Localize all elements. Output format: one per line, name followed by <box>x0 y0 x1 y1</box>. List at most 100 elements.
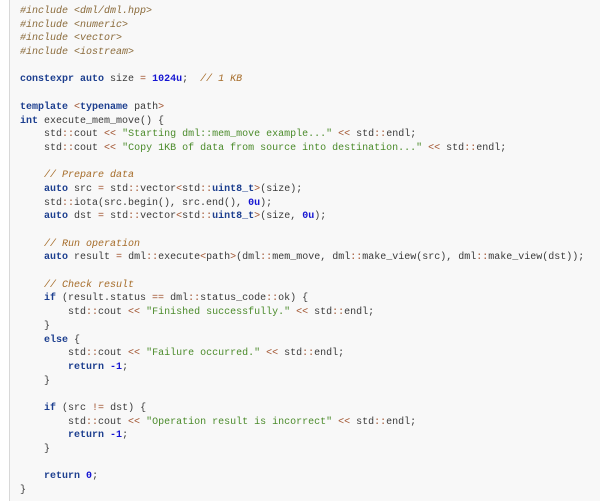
keyword: typename <box>80 101 129 113</box>
string-literal: "Copy 1KB of data from source into desti… <box>122 142 423 154</box>
number-literal: 1024u <box>152 74 183 86</box>
comment: // Run operation <box>44 238 141 250</box>
code-text: path <box>206 252 231 264</box>
code-text: mem_move, dml <box>272 252 351 264</box>
code-text: (size); <box>260 183 303 195</box>
code-line: #include <iostream> <box>20 46 600 60</box>
comment: // Check result <box>44 279 135 291</box>
code-line: } <box>20 443 600 457</box>
code-text: (src <box>56 402 93 414</box>
code-line: // Run operation <box>20 238 600 252</box>
code-line: return 0; <box>20 470 600 484</box>
code-line: if (result.status == dml::status_code::o… <box>20 292 600 306</box>
operator: << <box>128 348 141 360</box>
code-text: (result.status <box>56 293 153 305</box>
keyword: return <box>44 471 81 483</box>
code-line <box>20 388 600 402</box>
comment: // 1 KB <box>200 74 243 86</box>
keyword: uint8_t <box>212 211 255 223</box>
preprocessor-directive: #include <iostream> <box>20 47 135 59</box>
code-text: cout <box>74 129 105 141</box>
code-line: auto src = std::vector<std::uint8_t>(siz… <box>20 183 600 197</box>
number-literal: 0u <box>302 211 315 223</box>
operator: :: <box>266 293 279 305</box>
operator: = <box>116 252 123 264</box>
keyword: auto <box>44 211 69 223</box>
code-text: { <box>68 334 81 346</box>
operator: :: <box>476 252 489 264</box>
operator: < <box>74 101 81 113</box>
code-text: std <box>182 211 201 223</box>
code-text: dml <box>164 293 189 305</box>
keyword: else <box>44 334 69 346</box>
code-text: result <box>68 252 117 264</box>
operator: > <box>254 211 261 223</box>
code-text: cout <box>98 416 129 428</box>
code-text: std <box>20 348 87 360</box>
code-text: std <box>308 307 333 319</box>
operator: << <box>104 142 117 154</box>
code-text: vector <box>140 183 177 195</box>
operator: << <box>428 142 441 154</box>
operator: << <box>338 416 351 428</box>
code-text: std <box>350 416 375 428</box>
operator: :: <box>302 348 315 360</box>
code-line: // Check result <box>20 279 600 293</box>
code-text: cout <box>74 142 105 154</box>
code-line: #include <numeric> <box>20 19 600 33</box>
code-line <box>20 60 600 74</box>
number-literal: -1 <box>110 430 123 442</box>
operator: < <box>200 252 207 264</box>
operator: > <box>254 183 261 195</box>
operator: << <box>296 307 309 319</box>
code-text: std <box>20 129 63 141</box>
code-text <box>20 471 44 482</box>
code-text: std <box>104 183 129 195</box>
code-line: std::iota(src.begin(), src.end(), 0u); <box>20 197 600 211</box>
code-text: cout <box>98 348 129 360</box>
number-literal: 0 <box>86 471 93 483</box>
operator: :: <box>86 307 99 319</box>
operator: :: <box>374 129 387 141</box>
code-line: else { <box>20 334 600 348</box>
code-text: } <box>20 485 27 497</box>
code-listing: #include <dml/dml.hpp> #include <numeric>… <box>10 0 600 498</box>
keyword: return <box>68 430 105 442</box>
preprocessor-directive: #include <dml/dml.hpp> <box>20 6 153 17</box>
keyword: template <box>20 101 69 113</box>
string-literal: "Failure occurred." <box>146 348 261 360</box>
preprocessor-directive: #include <numeric> <box>20 19 129 31</box>
code-line: auto result = dml::execute<path>(dml::me… <box>20 251 600 265</box>
comment: // Prepare data <box>44 170 135 182</box>
string-literal: "Starting dml::mem_move example..." <box>122 129 333 141</box>
code-text: path <box>128 101 159 113</box>
code-text <box>20 239 44 250</box>
operator: :: <box>188 293 201 305</box>
code-line: } <box>20 484 600 498</box>
code-line: // Prepare data <box>20 169 600 183</box>
operator: :: <box>146 252 159 264</box>
code-text: std <box>278 348 303 360</box>
code-text: ok) { <box>278 293 309 305</box>
code-text <box>20 211 44 222</box>
code-line <box>20 457 600 471</box>
code-line: template <typename path> <box>20 101 600 115</box>
operator: << <box>128 416 141 428</box>
operator: = <box>140 74 147 86</box>
code-text: endl; <box>386 129 417 141</box>
code-text: make_view(dst)); <box>488 252 585 264</box>
code-line: } <box>20 320 600 334</box>
code-text: ); <box>314 211 327 223</box>
code-text: make_view(src), dml <box>362 252 477 264</box>
code-text <box>20 170 44 181</box>
string-literal: "Finished successfully." <box>146 307 291 319</box>
code-block: #include <dml/dml.hpp> #include <numeric>… <box>9 0 600 501</box>
preprocessor-directive: #include <vector> <box>20 33 123 45</box>
code-text: std <box>350 129 375 141</box>
code-text: src <box>68 183 99 195</box>
operator: :: <box>350 252 363 264</box>
code-line: return -1; <box>20 429 600 443</box>
keyword: return <box>68 361 105 373</box>
operator: << <box>104 129 117 141</box>
code-line: std::cout << "Finished successfully." <<… <box>20 306 600 320</box>
